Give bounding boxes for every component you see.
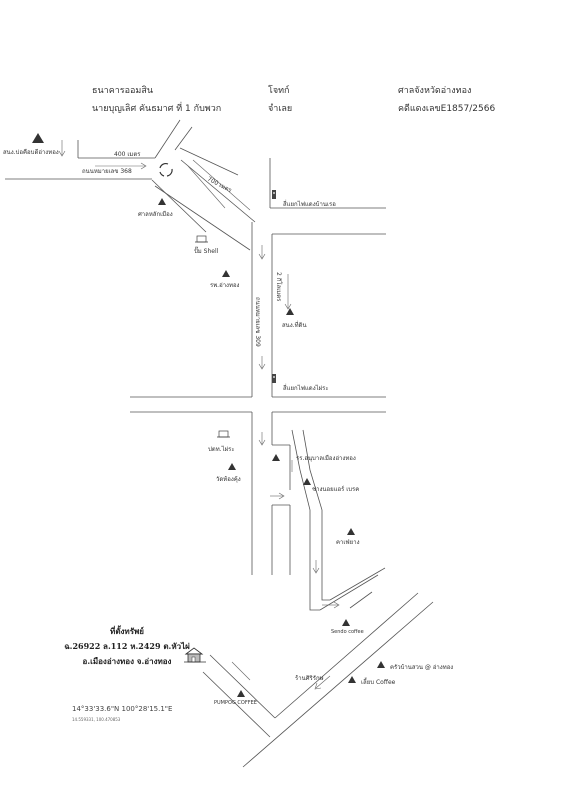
defendant-label: จำเลย xyxy=(268,104,293,114)
arrow-east-soi-2-head xyxy=(333,601,340,609)
label-distance-400m: 400 เมตร xyxy=(114,151,141,158)
landmark-icon xyxy=(348,676,356,683)
label-garden-restaurant: ครัวบ้านสวน @ อ่างทอง xyxy=(390,664,453,671)
property-title: ที่ตั้งทรัพย์ xyxy=(110,626,144,636)
arrow-sw-diag xyxy=(315,675,331,689)
arrow-down-309-1-head xyxy=(258,253,266,260)
label-hospital: รพ.อ่างทอง xyxy=(210,282,240,289)
arrow-diag-2 xyxy=(192,159,251,211)
label-distance-700m: 700 เมตร xyxy=(206,176,233,195)
road-diag-lower-1 xyxy=(154,185,251,251)
label-city-pillar: ศาลหลักเมือง xyxy=(138,210,173,218)
label-pumpog-coffee: PUMPOG COFFEE xyxy=(214,700,257,706)
arrow-east-soi-head xyxy=(278,492,285,500)
label-land-office: สนง.ที่ดิน xyxy=(282,321,307,329)
main-diag-north-edge xyxy=(274,592,419,719)
label-garage: ช่างนอยแอร์ เบรค xyxy=(312,485,359,493)
label-road-368: ถนนหมายเลข 368 xyxy=(82,168,132,175)
plaintiff-bank: ธนาคารออมสิน xyxy=(92,86,153,96)
road-north-edge-2 xyxy=(174,126,193,151)
coordinates-decimal: 14.559331, 100.470853 xyxy=(72,717,121,722)
soi-west-edge xyxy=(291,429,320,611)
arrow-2km-head xyxy=(284,303,292,310)
label-road-309: ถนนหมายเลข 309 xyxy=(254,297,261,347)
road-network xyxy=(5,119,434,768)
property-location: อ.เมืองอ่างทอง จ.อ่างทอง xyxy=(82,656,172,666)
arrow-down-soi-head xyxy=(312,567,320,574)
label-ptt: ปตท.ไผ่ระ xyxy=(208,445,235,453)
gas-station-icon xyxy=(217,430,230,438)
label-wat: วัดท้องคุ้ง xyxy=(216,476,241,483)
case-number: คดีแดงเลขE1857/2566 xyxy=(398,104,496,114)
arrow-down-3-head xyxy=(258,439,266,446)
landmark-icon xyxy=(272,454,280,461)
coordinates-dms: 14°33'33.6"N 100°28'15.1"E xyxy=(72,705,173,713)
defendant-name: นายบุญเลิศ คันธมาศ ที่ 1 กับพวก xyxy=(92,104,222,114)
landmark-icon xyxy=(158,198,166,205)
traffic-light-icon xyxy=(272,374,276,383)
direction-arrows xyxy=(58,140,340,690)
roundabout xyxy=(159,162,173,177)
arrow-to-property xyxy=(231,661,251,681)
label-shell: ปั๊ม Shell xyxy=(194,246,219,255)
landmark-icon xyxy=(377,661,385,668)
gas-station-icon xyxy=(195,235,208,243)
main-diag-south-edge xyxy=(242,601,434,768)
landmark-icon xyxy=(237,690,245,697)
roundabout-arc-1 xyxy=(159,162,169,169)
traffic-light-icon xyxy=(272,190,276,199)
label-cafe: คาเฟ่ยาง xyxy=(336,539,360,546)
roundabout-arc-3 xyxy=(159,171,165,177)
road-north-edge-1 xyxy=(154,119,181,159)
road-diag-upper-1 xyxy=(179,147,239,176)
label-coffee-2: เลี้ยบ Coffee xyxy=(361,676,396,686)
label-shop: ร้านศิริรักษ xyxy=(295,675,324,682)
plaintiff-label: โจทก์ xyxy=(268,86,290,96)
road-diag-lower-2 xyxy=(151,179,207,233)
arrow-east-368-head xyxy=(140,162,147,170)
access-road-north xyxy=(209,654,276,719)
label-distance-2km: 2 กิโลเมตร xyxy=(275,272,283,302)
label-health-station: สนง.บ่อคือบดีอ่างทอง xyxy=(3,148,59,156)
landmark-icon xyxy=(228,463,236,470)
landmark-icon xyxy=(347,528,355,535)
landmark-markers xyxy=(32,133,385,697)
arrow-diag-1 xyxy=(187,165,226,209)
court-name: ศาลจังหวัดอ่างทอง xyxy=(398,86,472,96)
landmark-icon xyxy=(303,478,311,485)
soi-link-1 xyxy=(319,574,379,611)
landmark-icon xyxy=(32,133,44,143)
arrow-down-309-2-head xyxy=(258,363,266,370)
roundabout-arc-2 xyxy=(166,168,173,177)
landmark-icon xyxy=(286,308,294,315)
property-info: ที่ตั้งทรัพย์ ฉ.26922 ล.112 ห.2429 ต.หัว… xyxy=(62,624,192,669)
arrow-sw-diag-head xyxy=(314,682,322,690)
label-traffic-light-2: สี่แยกไฟแดงไผ่ระ xyxy=(283,384,329,392)
soi-east-edge xyxy=(302,429,330,601)
soi-link-3 xyxy=(349,591,373,609)
property-house-icon xyxy=(184,647,206,663)
soi-link-2 xyxy=(329,567,386,601)
landmark-icon xyxy=(342,619,350,626)
arrow-down-1-head xyxy=(58,150,66,157)
access-road-south xyxy=(202,671,271,738)
landmark-icon xyxy=(222,270,230,277)
label-traffic-light-1: สี่แยกไฟแดงบ้านเรอ xyxy=(283,200,337,208)
property-deed: ฉ.26922 ล.112 ห.2429 ต.หัวไผ่ xyxy=(64,641,190,651)
road-diag-upper-2 xyxy=(180,159,256,223)
label-school: รร.อนุบาลเมืองอ่างทอง xyxy=(296,454,356,462)
label-sendo-coffee: Sendo coffee xyxy=(331,629,364,635)
